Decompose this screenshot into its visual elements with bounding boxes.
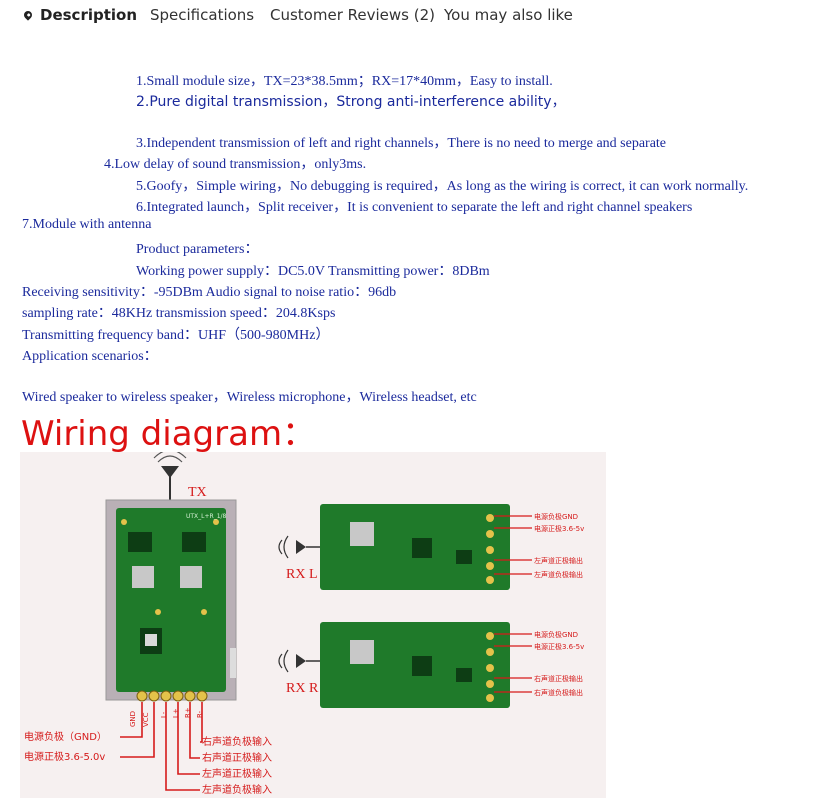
rx-r-speaker-icon [278, 649, 320, 673]
tx-right-label-1: 右声道负极输入 [202, 735, 272, 748]
tx-pin-gnd: GND [129, 711, 137, 727]
tx-right-label-4: 左声道负极输入 [202, 783, 272, 796]
tx-pin-l-minus: L- [160, 711, 168, 718]
tx-left-label-vcc: 电源正极3.6-5.0v [24, 750, 105, 763]
desc-line-10: Receiving sensitivity：-95DBm Audio signa… [22, 285, 397, 300]
wiring-diagram-image: TX UTX_L+R_1/8 GND VCC [20, 452, 606, 798]
svg-text:UTX_L+R_1/8: UTX_L+R_1/8 [186, 513, 227, 520]
desc-line-4: 4.Low delay of sound transmission，only3m… [104, 157, 367, 172]
tx-right-label-2: 右声道正极输入 [202, 751, 272, 764]
rx-r-wires [494, 633, 532, 693]
tx-pins: GND VCC L- L+ R+ R- [129, 690, 208, 727]
tx-pin-r-plus: R+ [184, 707, 192, 718]
tx-pin-r-minus: R- [196, 710, 204, 718]
desc-line-14: Wired speaker to wireless speaker，Wirele… [22, 390, 477, 405]
desc-line-12: Transmitting frequency band：UHF（500-980M… [22, 328, 330, 343]
rx-l-board [320, 504, 510, 590]
rx-r-pin-label-1: 电源负极GND [534, 630, 578, 639]
rx-l-pin-label-1: 电源负极GND [534, 512, 578, 521]
desc-line-13: Application scenarios： [22, 349, 158, 364]
tx-right-label-3: 左声道正极输入 [202, 767, 272, 780]
tx-board: UTX_L+R_1/8 [105, 499, 237, 701]
tx-pin-l-plus: L+ [172, 708, 180, 718]
desc-line-7: 7.Module with antenna [22, 217, 152, 232]
desc-line-2: 2.Pure digital transmission，Strong anti-… [136, 94, 566, 110]
tab-customer-reviews[interactable]: Customer Reviews (2) [270, 6, 435, 24]
wiring-diagram-heading: Wiring diagram： [21, 414, 317, 454]
rx-r-pin-label-3: 右声道正极输出 [534, 674, 583, 683]
desc-line-6: 6.Integrated launch，Split receiver，It is… [136, 200, 693, 215]
rx-l-wires [494, 515, 532, 575]
wiring-diagram-svg: TX UTX_L+R_1/8 GND VCC [24, 452, 584, 796]
rx-l-pin-label-4: 左声道负极输出 [534, 570, 583, 579]
tab-description[interactable]: Description [22, 6, 138, 24]
rx-l-speaker-icon [278, 535, 320, 559]
desc-line-9: Working power supply：DC5.0V Transmitting… [136, 264, 490, 279]
rx-r-board [320, 622, 510, 708]
rx-l-pin-label-2: 电源正极3.6-5v [534, 524, 584, 533]
desc-line-11: sampling rate：48KHz transmission speed：2… [22, 306, 336, 321]
tx-label: TX [188, 485, 207, 500]
tx-pin-vcc: VCC [142, 712, 150, 727]
antenna-icon [153, 452, 187, 500]
tx-left-label-gnd: 电源负极（GND） [24, 730, 107, 743]
desc-line-5: 5.Goofy，Simple wiring，No debugging is re… [136, 179, 749, 194]
tab-description-label: Description [40, 6, 138, 24]
rx-l-label: RX L [286, 567, 318, 582]
product-tabs: Description Specifications Customer Revi… [0, 0, 839, 34]
rx-l-pin-label-3: 左声道正极输出 [534, 556, 583, 565]
map-pin-icon [22, 9, 34, 21]
rx-r-pin-label-4: 右声道负极输出 [534, 688, 583, 697]
tab-specifications[interactable]: Specifications [150, 6, 255, 24]
desc-line-3: 3.Independent transmission of left and r… [136, 136, 667, 151]
tx-wires [120, 702, 203, 791]
rx-r-label: RX R [286, 681, 319, 696]
desc-line-8: Product parameters： [136, 242, 259, 257]
desc-line-1: 1.Small module size，TX=23*38.5mm；RX=17*4… [136, 74, 553, 89]
rx-r-pin-label-2: 电源正极3.6-5v [534, 642, 584, 651]
tab-you-may-also-like[interactable]: You may also like [444, 6, 573, 24]
